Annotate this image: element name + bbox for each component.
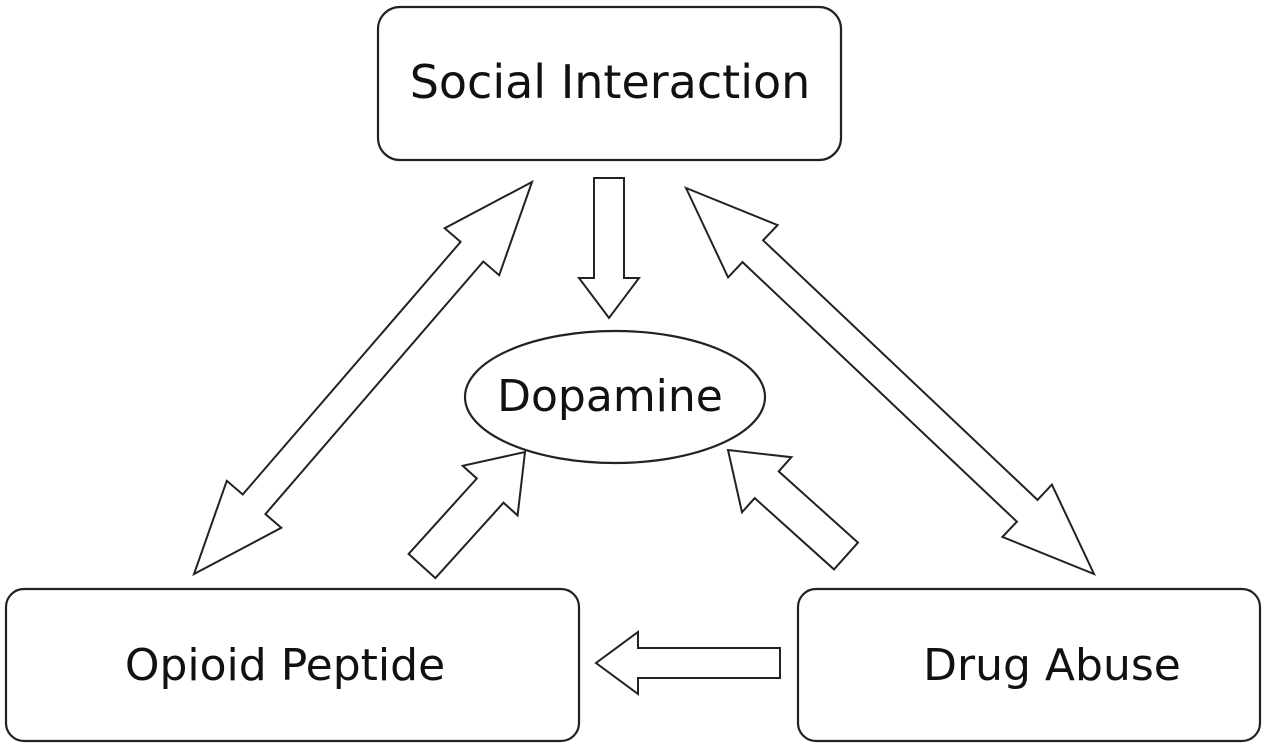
bidirectional-arrow-social-interaction-to-drug-abuse: [684, 186, 1096, 576]
arrow-drug-abuse-to-opioid-peptide: [594, 630, 781, 696]
arrow-drug-abuse-to-dopamine: [726, 448, 860, 571]
node-label-opioid-peptide: Opioid Peptide: [125, 640, 445, 691]
bidirectional-arrow-social-interaction-to-opioid-peptide: [192, 179, 534, 577]
node-drug-abuse: Drug Abuse: [796, 587, 1262, 743]
arrow-social-interaction-to-dopamine: [577, 177, 641, 320]
edges: [192, 177, 1096, 696]
node-label-drug-abuse: Drug Abuse: [923, 640, 1181, 691]
node-label-social-interaction: Social Interaction: [410, 55, 811, 109]
node-opioid-peptide: Opioid Peptide: [4, 587, 581, 743]
node-dopamine: Dopamine: [463, 329, 767, 465]
node-social-interaction: Social Interaction: [376, 5, 843, 162]
node-label-dopamine: Dopamine: [497, 371, 723, 422]
arrow-opioid-peptide-to-dopamine: [407, 450, 527, 580]
